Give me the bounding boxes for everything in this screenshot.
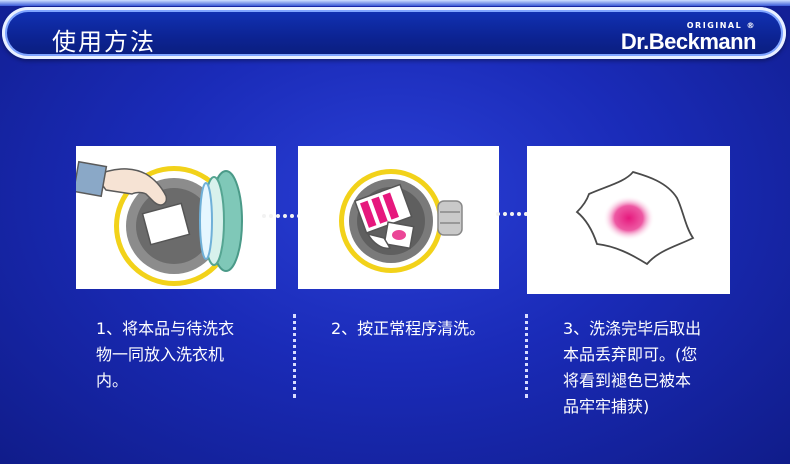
color-catcher-sheet-icon [575, 170, 695, 266]
logo-wordmark: Dr.Beckmann [620, 29, 757, 54]
step2-illustration [298, 146, 499, 289]
separator-1 [293, 314, 296, 398]
step3-line4: 品牢牢捕获) [563, 397, 650, 416]
step3-text: 3、洗涤完毕后取出 本品丢弃即可。(您 将看到褪色已被本 品牢牢捕获) [563, 316, 743, 420]
top-strip [0, 0, 790, 6]
step2-line1: 2、按正常程序清洗。 [331, 319, 486, 338]
step2-text: 2、按正常程序清洗。 [331, 316, 511, 342]
step1-illustration [76, 146, 276, 289]
step1-text: 1、将本品与待洗衣 物一同放入洗衣机 内。 [96, 316, 276, 394]
brand-logo: ORIGINAL ® Dr.Beckmann [596, 21, 757, 55]
step1-line1: 1、将本品与待洗衣 [96, 319, 235, 338]
drum-with-laundry-icon [339, 169, 463, 273]
washing-machine-icon [76, 160, 243, 286]
page-title: 使用方法 [52, 28, 156, 56]
step1-line3: 内。 [96, 371, 129, 390]
header-bar: 使用方法 ORIGINAL ® Dr.Beckmann [2, 7, 786, 59]
step1-line2: 物一同放入洗衣机 [96, 345, 225, 364]
step3-line1: 3、洗涤完毕后取出 [563, 319, 702, 338]
step3-illustration [527, 146, 730, 294]
step3-line3: 将看到褪色已被本 [563, 371, 692, 390]
separator-2 [525, 314, 528, 398]
logo-tagline: ORIGINAL ® [686, 21, 756, 30]
step3-line2: 本品丢弃即可。(您 [563, 345, 698, 364]
